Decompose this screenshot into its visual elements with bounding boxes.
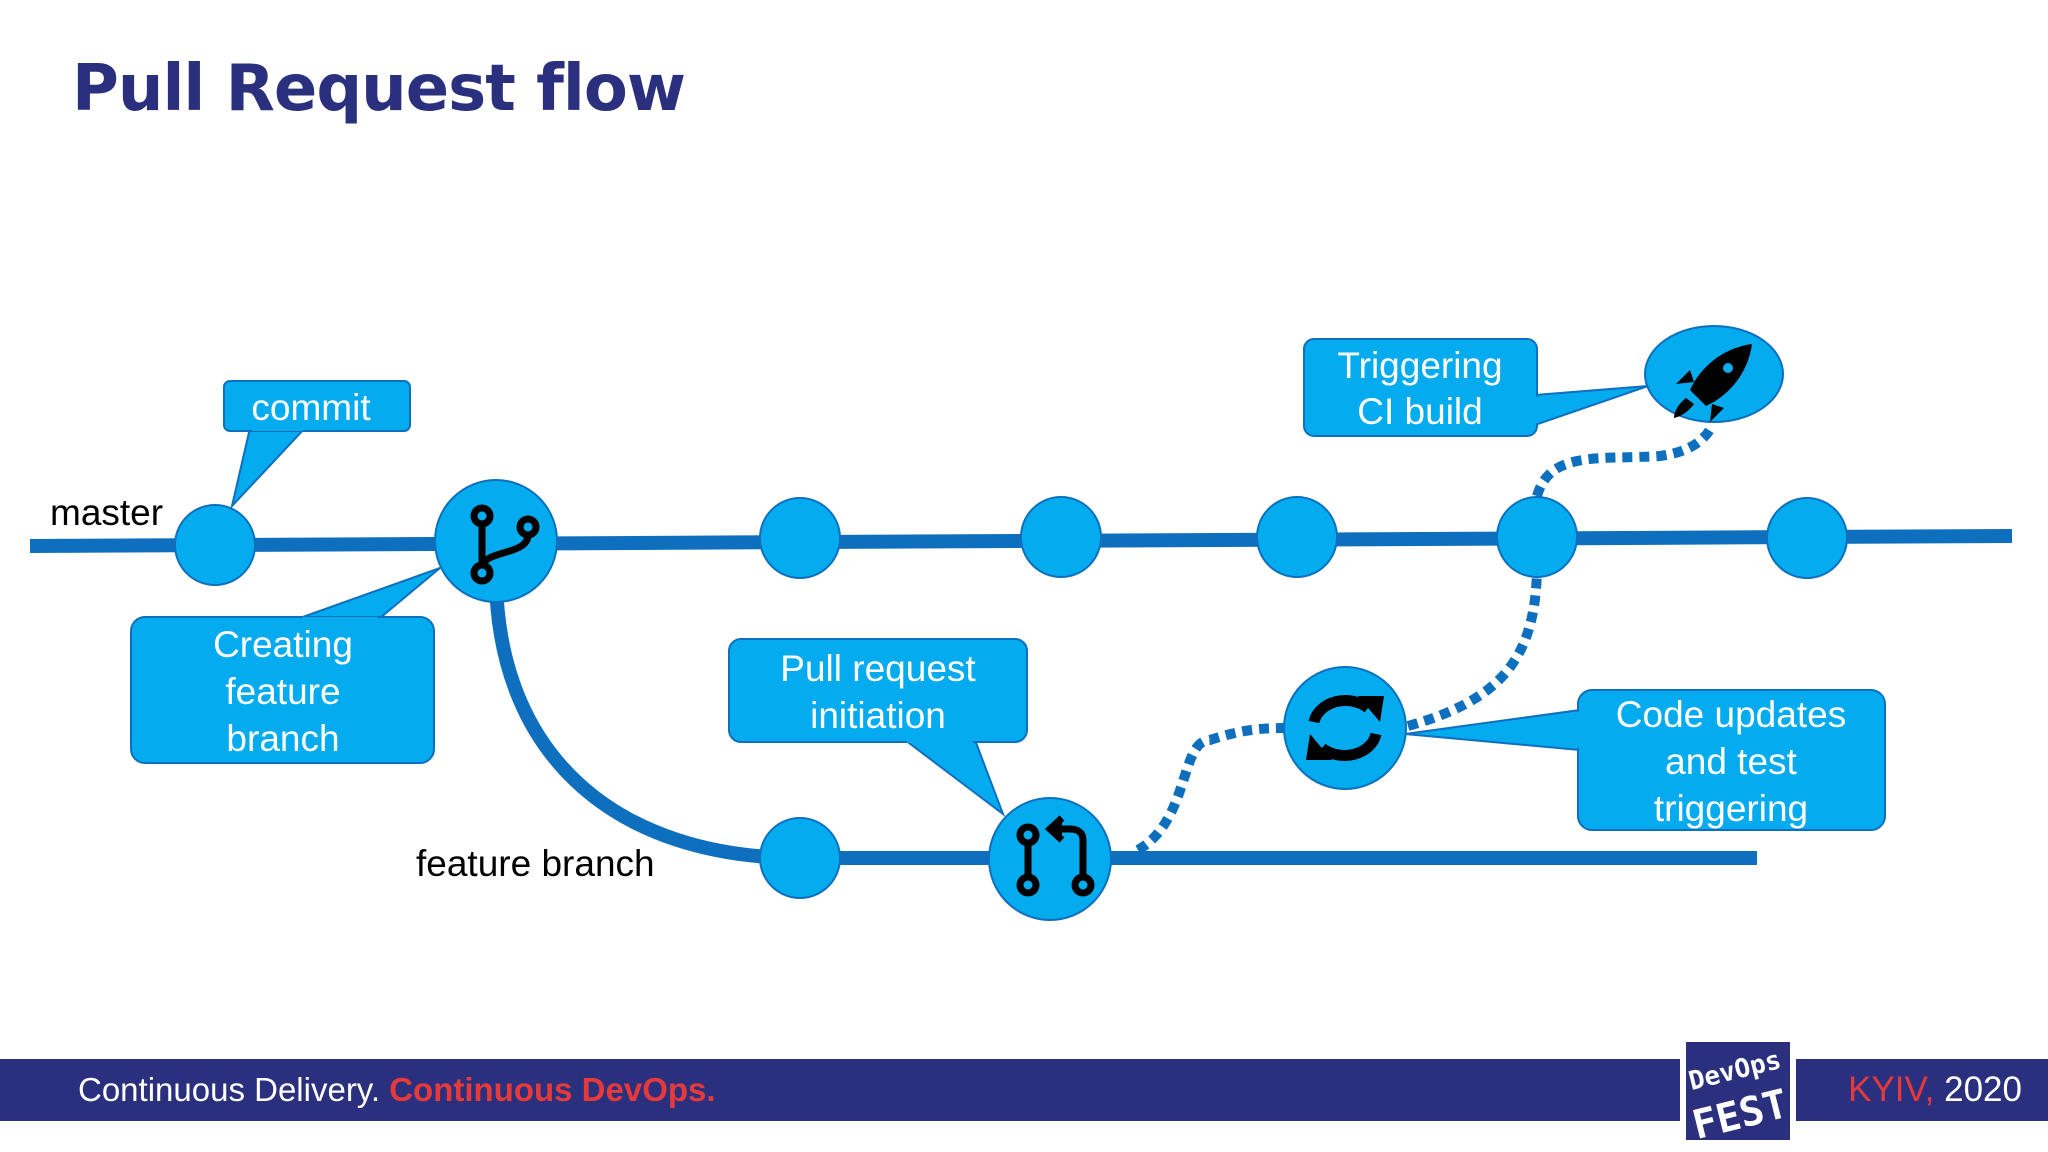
feature-commit-node — [759, 817, 841, 899]
sync-icon — [1308, 695, 1382, 761]
ci-label-line1: Triggering — [1337, 345, 1502, 386]
devops-fest-logo: DevOps FEST — [1680, 1036, 1796, 1146]
dotted-path-master-to-rocket — [1532, 423, 1717, 498]
commit-node — [1766, 497, 1848, 579]
branch-icon — [470, 504, 540, 585]
code-updates-label-line1: Code updates — [1616, 694, 1846, 735]
footer-tagline-accent: Continuous DevOps. — [389, 1071, 716, 1108]
commit-node — [1020, 496, 1102, 578]
master-commit-nodes — [174, 496, 1848, 586]
sync-node — [1283, 666, 1407, 790]
commit-node — [1496, 496, 1578, 578]
code-updates-label-line3: triggering — [1654, 788, 1808, 829]
rocket-node — [1644, 325, 1784, 423]
pull-request-icon — [1016, 815, 1095, 897]
commit-label: commit — [251, 387, 371, 428]
footer-tagline: Continuous Delivery. Continuous DevOps. — [78, 1059, 716, 1121]
triggering-ci-build-callout: Triggering CI build — [1303, 338, 1649, 437]
creating-label-line1: Creating — [213, 624, 353, 665]
branch-node — [434, 479, 558, 603]
page-title: Pull Request flow — [72, 52, 686, 126]
pull-request-node — [988, 797, 1112, 921]
commit-node — [759, 497, 841, 579]
code-updates-callout: Code updates and test triggering — [1404, 689, 1886, 831]
feature-branch-label: feature branch — [416, 843, 655, 884]
rocket-icon — [1674, 344, 1752, 422]
creating-label-line2: feature — [225, 671, 340, 712]
pr-label-line1: Pull request — [780, 648, 976, 689]
feature-branch-curve — [489, 581, 801, 865]
commit-callout: commit — [223, 380, 411, 510]
code-updates-label-line2: and test — [1665, 741, 1797, 782]
pr-label-line2: initiation — [810, 695, 946, 736]
creating-feature-branch-callout: Creating feature branch — [130, 567, 441, 764]
footer-year: 2020 — [1944, 1070, 2022, 1109]
pull-request-initiation-callout: Pull request initiation — [728, 638, 1028, 817]
dotted-path-pr-to-sync — [1135, 723, 1286, 855]
commit-node — [1256, 496, 1338, 578]
commit-node — [174, 504, 256, 586]
master-branch-label: master — [50, 492, 163, 533]
ci-label-line2: CI build — [1357, 391, 1482, 432]
creating-label-line3: branch — [226, 718, 339, 759]
footer-location: KYIV, 2020 — [1848, 1059, 2022, 1121]
footer-city: KYIV, — [1848, 1070, 1935, 1109]
dotted-path-sync-to-master — [1406, 569, 1542, 731]
footer-tagline-text: Continuous Delivery. — [78, 1071, 381, 1108]
